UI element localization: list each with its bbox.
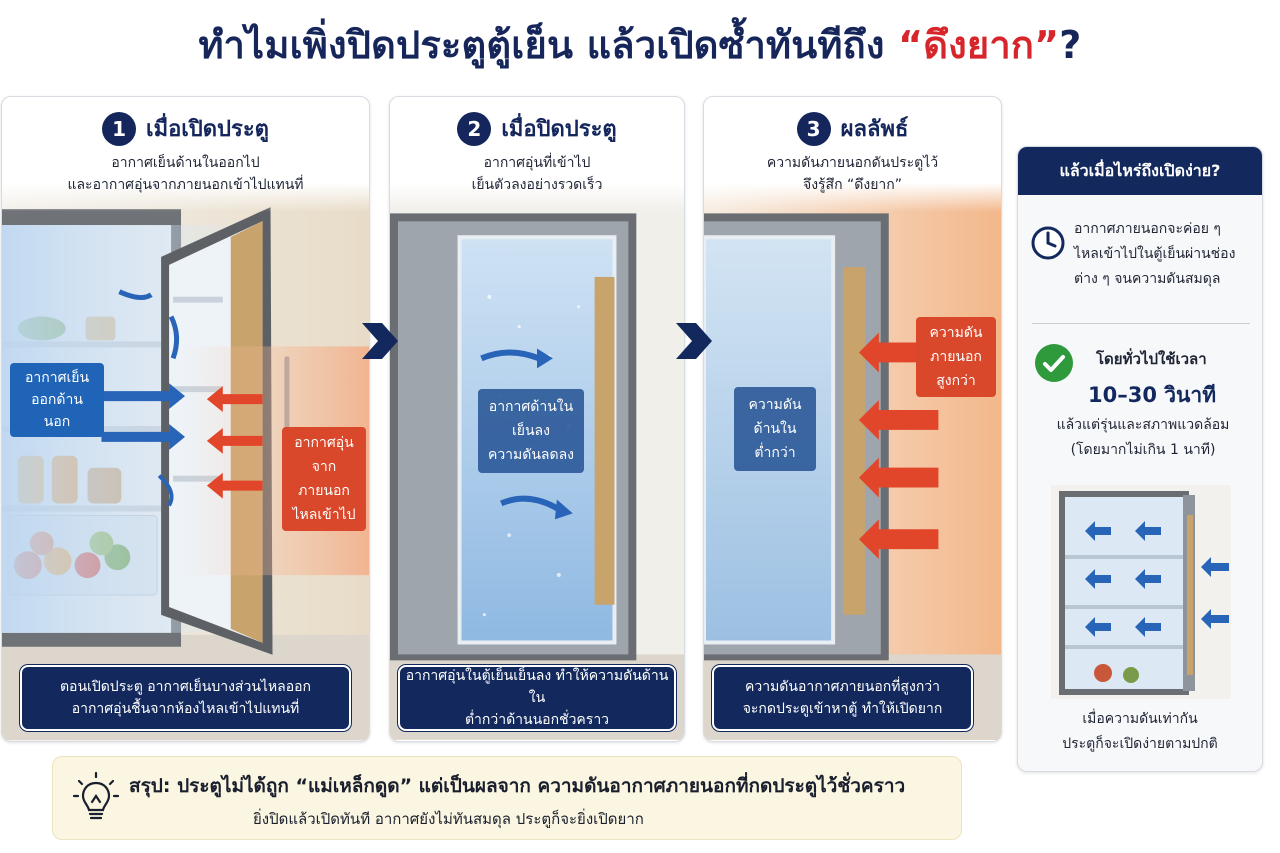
side-divider bbox=[1032, 323, 1250, 324]
step-header-1: 1 เมื่อเปิดประตู อากาศเย็นด้านในออกไป แล… bbox=[2, 97, 369, 212]
side-time-range: 10–30 วินาที bbox=[1088, 383, 1217, 407]
chevron-right-icon bbox=[362, 323, 398, 359]
step-panel-2: 2 เมื่อปิดประตู อากาศอุ่นที่เข้าไป เย็นต… bbox=[389, 96, 685, 742]
side-clock-row: อากาศภายนอกจะค่อย ๆ ไหลเข้าไปในตู้เย็นผ่… bbox=[1030, 217, 1256, 292]
title-accent: “ดึงยาก” bbox=[898, 23, 1060, 67]
balanced-fridge-illustration bbox=[1051, 485, 1231, 699]
check-icon bbox=[1035, 344, 1073, 382]
side-normal-label: โดยทั่วไปใช้เวลา bbox=[1096, 350, 1207, 368]
label-inside-air-cools: อากาศด้านใน เย็นลง ความดันลดลง bbox=[478, 389, 584, 473]
chevron-right-icon bbox=[676, 323, 712, 359]
title-tail: ? bbox=[1059, 23, 1082, 67]
step-title-1: เมื่อเปิดประตู bbox=[146, 117, 269, 142]
page-title: ทำไมเพิ่งปิดประตูตู้เย็น แล้วเปิดซ้ำทันท… bbox=[0, 14, 1280, 75]
step-title-2: เมื่อปิดประตู bbox=[501, 117, 617, 142]
side-clock-text: อากาศภายนอกจะค่อย ๆ ไหลเข้าไปในตู้เย็นผ่… bbox=[1074, 221, 1236, 287]
title-main: ทำไมเพิ่งปิดประตูตู้เย็น แล้วเปิดซ้ำทันท… bbox=[198, 23, 899, 67]
clock-icon bbox=[1031, 226, 1065, 260]
step-caption-2: อากาศอุ่นในตู้เย็นเย็นลง ทำให้ความดันด้า… bbox=[398, 665, 676, 731]
step-desc-3: ความดันภายนอกดันประตูไว้ จึงรู้สึก “ดึงย… bbox=[766, 155, 939, 193]
summary-line-2: ยิ่งปิดแล้วเปิดทันที อากาศยังไม่ทันสมดุล… bbox=[253, 810, 644, 828]
summary-box: สรุป: ประตูไม่ได้ถูก “แม่เหล็กดูด” แต่เป… bbox=[52, 756, 962, 840]
step-desc-1: อากาศเย็นด้านในออกไป และอากาศอุ่นจากภายน… bbox=[67, 155, 304, 193]
step-title-3: ผลลัพธ์ bbox=[840, 117, 909, 142]
side-footer: เมื่อความดันเท่ากัน ประตูก็จะเปิดง่ายตาม… bbox=[1062, 711, 1218, 752]
step-desc-2: อากาศอุ่นที่เข้าไป เย็นตัวลงอย่างรวดเร็ว bbox=[471, 155, 603, 193]
step-header-3: 3 ผลลัพธ์ ความดันภายนอกดันประตูไว้ จึงรู… bbox=[704, 97, 1001, 212]
step-panel-3: 3 ผลลัพธ์ ความดันภายนอกดันประตูไว้ จึงรู… bbox=[703, 96, 1002, 742]
step-number-2: 2 bbox=[457, 111, 492, 146]
step-panel-1: 1 เมื่อเปิดประตู อากาศเย็นด้านในออกไป แล… bbox=[1, 96, 370, 742]
label-inside-pressure-lower: ความดัน ด้านใน ต่ำกว่า bbox=[734, 387, 816, 471]
step-caption-1: ตอนเปิดประตู อากาศเย็นบางส่วนไหลออก อากา… bbox=[20, 665, 351, 731]
label-warm-air-in: อากาศอุ่น จากภายนอก ไหลเข้าไป bbox=[282, 427, 366, 531]
side-header: แล้วเมื่อไหร่ถึงเปิดง่าย? bbox=[1018, 147, 1262, 195]
side-range-note: แล้วแต่รุ่นและสภาพแวดล้อม (โดยมากไม่เกิน… bbox=[1056, 417, 1230, 458]
side-panel-when-easy: แล้วเมื่อไหร่ถึงเปิดง่าย? อากาศภายนอกจะค… bbox=[1017, 146, 1263, 772]
lightbulb-icon bbox=[73, 771, 119, 820]
step-number-1: 1 bbox=[102, 111, 137, 146]
step-header-2: 2 เมื่อปิดประตู อากาศอุ่นที่เข้าไป เย็นต… bbox=[390, 97, 684, 212]
step-number-3: 3 bbox=[796, 111, 831, 146]
label-cold-air-out: อากาศเย็น ออกด้านนอก bbox=[10, 363, 104, 437]
label-outside-pressure-higher: ความดัน ภายนอก สูงกว่า bbox=[916, 317, 996, 397]
step-caption-3: ความดันอากาศภายนอกที่สูงกว่า จะกดประตูเข… bbox=[712, 665, 973, 731]
summary-line-1: สรุป: ประตูไม่ได้ถูก “แม่เหล็กดูด” แต่เป… bbox=[129, 775, 906, 797]
